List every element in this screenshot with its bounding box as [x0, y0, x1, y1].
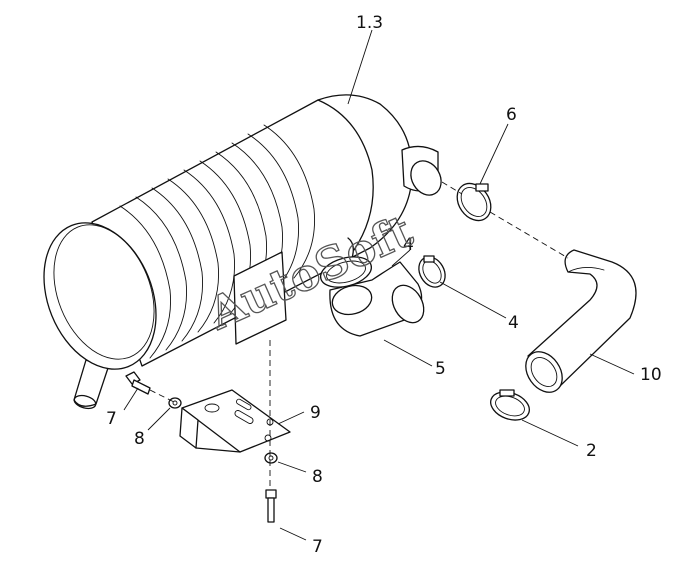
washer-8-lower — [264, 452, 278, 464]
callout-7-upper: 7 — [106, 409, 117, 429]
air-cleaner-body — [91, 94, 413, 367]
leader-lines — [123, 29, 635, 541]
callout-8-lower: 8 — [312, 467, 323, 487]
hose-clamp-6 — [456, 182, 492, 222]
callout-8-upper: 8 — [134, 429, 145, 449]
callout-9: 9 — [310, 403, 321, 423]
callout-5: 5 — [435, 359, 446, 379]
hose-clamp-upper — [319, 256, 373, 288]
hose-clamp-2 — [490, 389, 530, 421]
air-cleaner-drain-pipe — [73, 359, 109, 410]
hose-clamp-side — [418, 255, 446, 288]
callout-2: 2 — [586, 441, 597, 461]
intake-hose-10 — [525, 249, 637, 393]
bolt-7-lower — [265, 489, 277, 523]
callout-1-3: 1.3 — [356, 13, 383, 33]
callout-10: 10 — [640, 365, 662, 385]
air-cleaner-outlet — [401, 145, 442, 196]
callout-7-lower: 7 — [312, 537, 323, 557]
mounting-bracket-9 — [179, 389, 291, 453]
assembly-lines — [149, 181, 569, 490]
washer-8-upper — [168, 397, 182, 409]
bolt-7-upper — [125, 371, 151, 395]
callout-4-lower: 4 — [508, 313, 519, 333]
callout-labels: 1.3 6 4 4 5 10 2 9 7 8 8 7 — [106, 13, 662, 557]
callout-6: 6 — [506, 105, 517, 125]
air-cleaner-mount-plate — [233, 251, 287, 345]
elbow-hose — [329, 261, 425, 337]
air-cleaner-assembly — [43, 94, 442, 410]
air-cleaner-end-cap — [43, 222, 157, 370]
callout-4-upper: 4 — [403, 235, 414, 255]
